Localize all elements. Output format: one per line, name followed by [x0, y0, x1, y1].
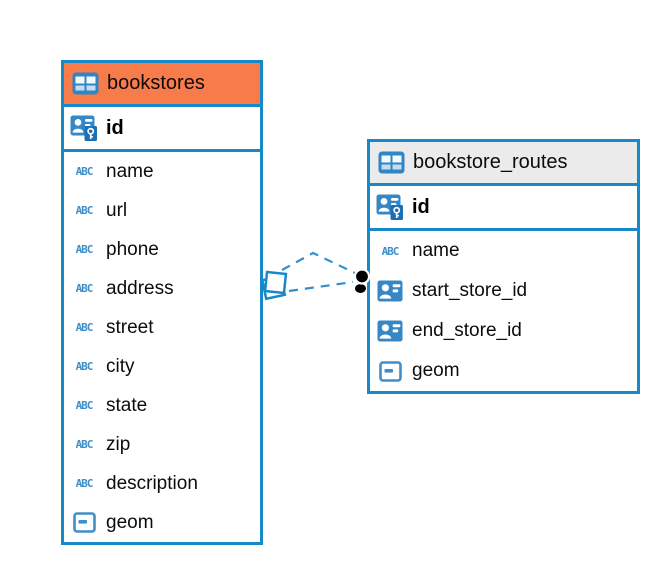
column-row-description[interactable]: ABC description	[64, 464, 260, 503]
primary-key-icon	[376, 194, 404, 220]
table-bookstore-routes[interactable]: bookstore_routes id ABC	[367, 139, 640, 394]
column-row-url[interactable]: ABC url	[64, 191, 260, 230]
column-row-name[interactable]: ABC name	[370, 231, 637, 271]
column-label: name	[106, 160, 154, 182]
column-row-street[interactable]: ABC street	[64, 308, 260, 347]
table-title: bookstore_routes	[413, 151, 568, 173]
column-row-name[interactable]: ABC name	[64, 152, 260, 191]
column-label: url	[106, 199, 128, 221]
relationship-dot-marker[interactable]	[353, 268, 371, 294]
column-label: zip	[106, 433, 131, 455]
table-bookstores[interactable]: bookstores id ABC	[61, 60, 263, 545]
table-icon	[377, 151, 405, 174]
column-label: geom	[106, 511, 154, 533]
text-type-icon: ABC	[75, 477, 94, 490]
text-type-icon: ABC	[75, 204, 94, 217]
relationship-diamond-marker[interactable]	[260, 270, 288, 301]
pk-column-label: id	[106, 116, 124, 139]
reference-type-icon	[376, 280, 404, 302]
column-row-address[interactable]: ABC address	[64, 269, 260, 308]
column-label: end_store_id	[412, 320, 522, 341]
relationship-line-lower[interactable]	[288, 280, 354, 293]
text-type-icon: ABC	[75, 360, 94, 373]
text-type-icon: ABC	[381, 244, 400, 258]
pk-column-row[interactable]: id	[64, 107, 260, 152]
text-type-icon: ABC	[75, 399, 94, 412]
geometry-type-icon	[70, 512, 98, 533]
column-label: phone	[106, 238, 159, 260]
text-type-icon: ABC	[75, 243, 94, 256]
column-row-end-store-id[interactable]: end_store_id	[370, 311, 637, 351]
reference-type-icon	[376, 320, 404, 342]
primary-key-icon	[70, 115, 98, 141]
text-type-icon: ABC	[75, 438, 94, 451]
column-label: state	[106, 394, 148, 416]
column-label: geom	[412, 360, 460, 381]
pk-column-row[interactable]: id	[370, 186, 637, 231]
column-label: start_store_id	[412, 280, 528, 301]
table-title: bookstores	[107, 72, 205, 94]
column-label: description	[106, 472, 198, 494]
column-list: ABC name start_store_id	[370, 231, 637, 391]
column-row-phone[interactable]: ABC phone	[64, 230, 260, 269]
relationship-line-upper[interactable]	[281, 251, 356, 274]
column-label: street	[106, 316, 154, 338]
text-type-icon: ABC	[75, 321, 94, 334]
column-row-geom[interactable]: geom	[64, 503, 260, 542]
column-list: ABC name ABC url ABC phone ABC address A…	[64, 152, 260, 542]
column-label: address	[106, 277, 174, 299]
column-row-zip[interactable]: ABC zip	[64, 425, 260, 464]
column-row-state[interactable]: ABC state	[64, 386, 260, 425]
column-row-geom[interactable]: geom	[370, 351, 637, 391]
table-bookstore-routes-header[interactable]: bookstore_routes	[370, 142, 637, 186]
geometry-type-icon	[376, 360, 404, 382]
column-row-start-store-id[interactable]: start_store_id	[370, 271, 637, 311]
text-type-icon: ABC	[75, 165, 94, 178]
column-label: name	[412, 240, 460, 261]
text-type-icon: ABC	[75, 282, 94, 295]
table-icon	[71, 72, 99, 95]
pk-column-label: id	[412, 195, 430, 218]
column-row-city[interactable]: ABC city	[64, 347, 260, 386]
table-bookstores-header[interactable]: bookstores	[64, 63, 260, 107]
column-label: city	[106, 355, 135, 377]
